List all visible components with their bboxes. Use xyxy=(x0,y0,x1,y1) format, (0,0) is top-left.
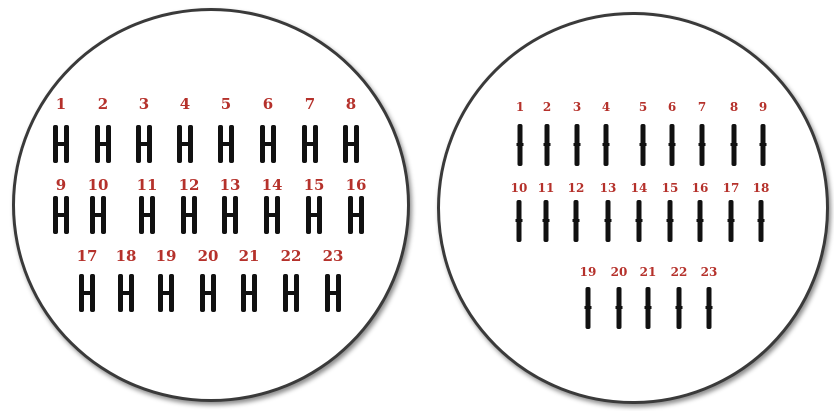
homologous-chromosome-pair xyxy=(302,125,318,163)
single-chromosome xyxy=(637,200,642,242)
homologous-chromosome-pair xyxy=(306,196,322,234)
chromosome-number-label: 5 xyxy=(221,97,231,112)
chromosome-number-label: 9 xyxy=(759,101,767,113)
chromosome-number-label: 2 xyxy=(98,97,108,112)
chromosome-number-label: 14 xyxy=(631,182,648,194)
homologous-chromosome-pair xyxy=(283,274,299,312)
chromosome-number-label: 6 xyxy=(263,97,273,112)
chromosome-number-label: 10 xyxy=(88,178,109,193)
single-chromosome xyxy=(732,124,737,166)
chromosome-number-label: 5 xyxy=(639,101,647,113)
single-chromosome xyxy=(646,287,651,329)
single-chromosome xyxy=(698,200,703,242)
chromosome-number-label: 3 xyxy=(139,97,149,112)
chromosome-number-label: 16 xyxy=(692,182,709,194)
chromosome-number-label: 19 xyxy=(156,249,177,264)
single-chromosome xyxy=(544,200,549,242)
chromosome-number-label: 21 xyxy=(239,249,260,264)
chromosome-number-label: 23 xyxy=(701,266,718,278)
chromosome-number-label: 7 xyxy=(305,97,315,112)
homologous-chromosome-pair xyxy=(241,274,257,312)
homologous-chromosome-pair xyxy=(181,196,197,234)
chromosome-number-label: 19 xyxy=(580,266,597,278)
homologous-chromosome-pair xyxy=(118,274,134,312)
chromosome-number-label: 11 xyxy=(137,178,158,193)
chromosome-number-label: 8 xyxy=(730,101,738,113)
chromosome-number-label: 15 xyxy=(304,178,325,193)
chromosome-number-label: 15 xyxy=(662,182,679,194)
single-chromosome xyxy=(670,124,675,166)
single-chromosome xyxy=(574,200,579,242)
single-chromosome xyxy=(575,124,580,166)
chromosome-number-label: 20 xyxy=(611,266,628,278)
chromosome-number-label: 2 xyxy=(543,101,551,113)
chromosome-number-label: 10 xyxy=(511,182,528,194)
single-chromosome xyxy=(545,124,550,166)
single-chromosome xyxy=(518,124,523,166)
chromosome-number-label: 9 xyxy=(56,178,66,193)
single-chromosome xyxy=(617,287,622,329)
chromosome-number-label: 14 xyxy=(262,178,283,193)
homologous-chromosome-pair xyxy=(53,125,69,163)
homologous-chromosome-pair xyxy=(139,196,155,234)
chromosome-number-label: 1 xyxy=(56,97,66,112)
chromosome-number-label: 4 xyxy=(602,101,610,113)
homologous-chromosome-pair xyxy=(53,196,69,234)
chromosome-number-label: 18 xyxy=(116,249,137,264)
single-chromosome xyxy=(604,124,609,166)
homologous-chromosome-pair xyxy=(90,196,106,234)
chromosome-number-label: 4 xyxy=(180,97,190,112)
single-chromosome xyxy=(668,200,673,242)
homologous-chromosome-pair xyxy=(177,125,193,163)
homologous-chromosome-pair xyxy=(348,196,364,234)
single-chromosome xyxy=(700,124,705,166)
single-chromosome xyxy=(707,287,712,329)
single-chromosome xyxy=(677,287,682,329)
single-chromosome xyxy=(761,124,766,166)
single-chromosome xyxy=(759,200,764,242)
chromosome-number-label: 13 xyxy=(220,178,241,193)
single-chromosome xyxy=(586,287,591,329)
chromosome-number-label: 3 xyxy=(573,101,581,113)
chromosome-number-label: 13 xyxy=(600,182,617,194)
chromosome-number-label: 11 xyxy=(538,182,555,194)
chromosome-number-label: 1 xyxy=(516,101,524,113)
homologous-chromosome-pair xyxy=(264,196,280,234)
chromosome-number-label: 21 xyxy=(640,266,657,278)
homologous-chromosome-pair xyxy=(136,125,152,163)
homologous-chromosome-pair xyxy=(222,196,238,234)
chromosome-number-label: 17 xyxy=(723,182,740,194)
single-chromosome xyxy=(606,200,611,242)
chromosome-number-label: 23 xyxy=(323,249,344,264)
chromosome-number-label: 12 xyxy=(568,182,585,194)
single-chromosome xyxy=(729,200,734,242)
haploid-cell-circle xyxy=(437,12,829,404)
chromosome-number-label: 17 xyxy=(77,249,98,264)
homologous-chromosome-pair xyxy=(260,125,276,163)
homologous-chromosome-pair xyxy=(95,125,111,163)
chromosome-number-label: 18 xyxy=(753,182,770,194)
chromosome-number-label: 20 xyxy=(198,249,219,264)
single-chromosome xyxy=(641,124,646,166)
homologous-chromosome-pair xyxy=(158,274,174,312)
single-chromosome xyxy=(517,200,522,242)
chromosome-number-label: 8 xyxy=(346,97,356,112)
chromosome-number-label: 22 xyxy=(671,266,688,278)
chromosome-number-label: 7 xyxy=(698,101,706,113)
homologous-chromosome-pair xyxy=(343,125,359,163)
chromosome-number-label: 6 xyxy=(668,101,676,113)
chromosome-number-label: 16 xyxy=(346,178,367,193)
homologous-chromosome-pair xyxy=(200,274,216,312)
homologous-chromosome-pair xyxy=(325,274,341,312)
homologous-chromosome-pair xyxy=(218,125,234,163)
chromosome-number-label: 22 xyxy=(281,249,302,264)
chromosome-number-label: 12 xyxy=(179,178,200,193)
homologous-chromosome-pair xyxy=(79,274,95,312)
